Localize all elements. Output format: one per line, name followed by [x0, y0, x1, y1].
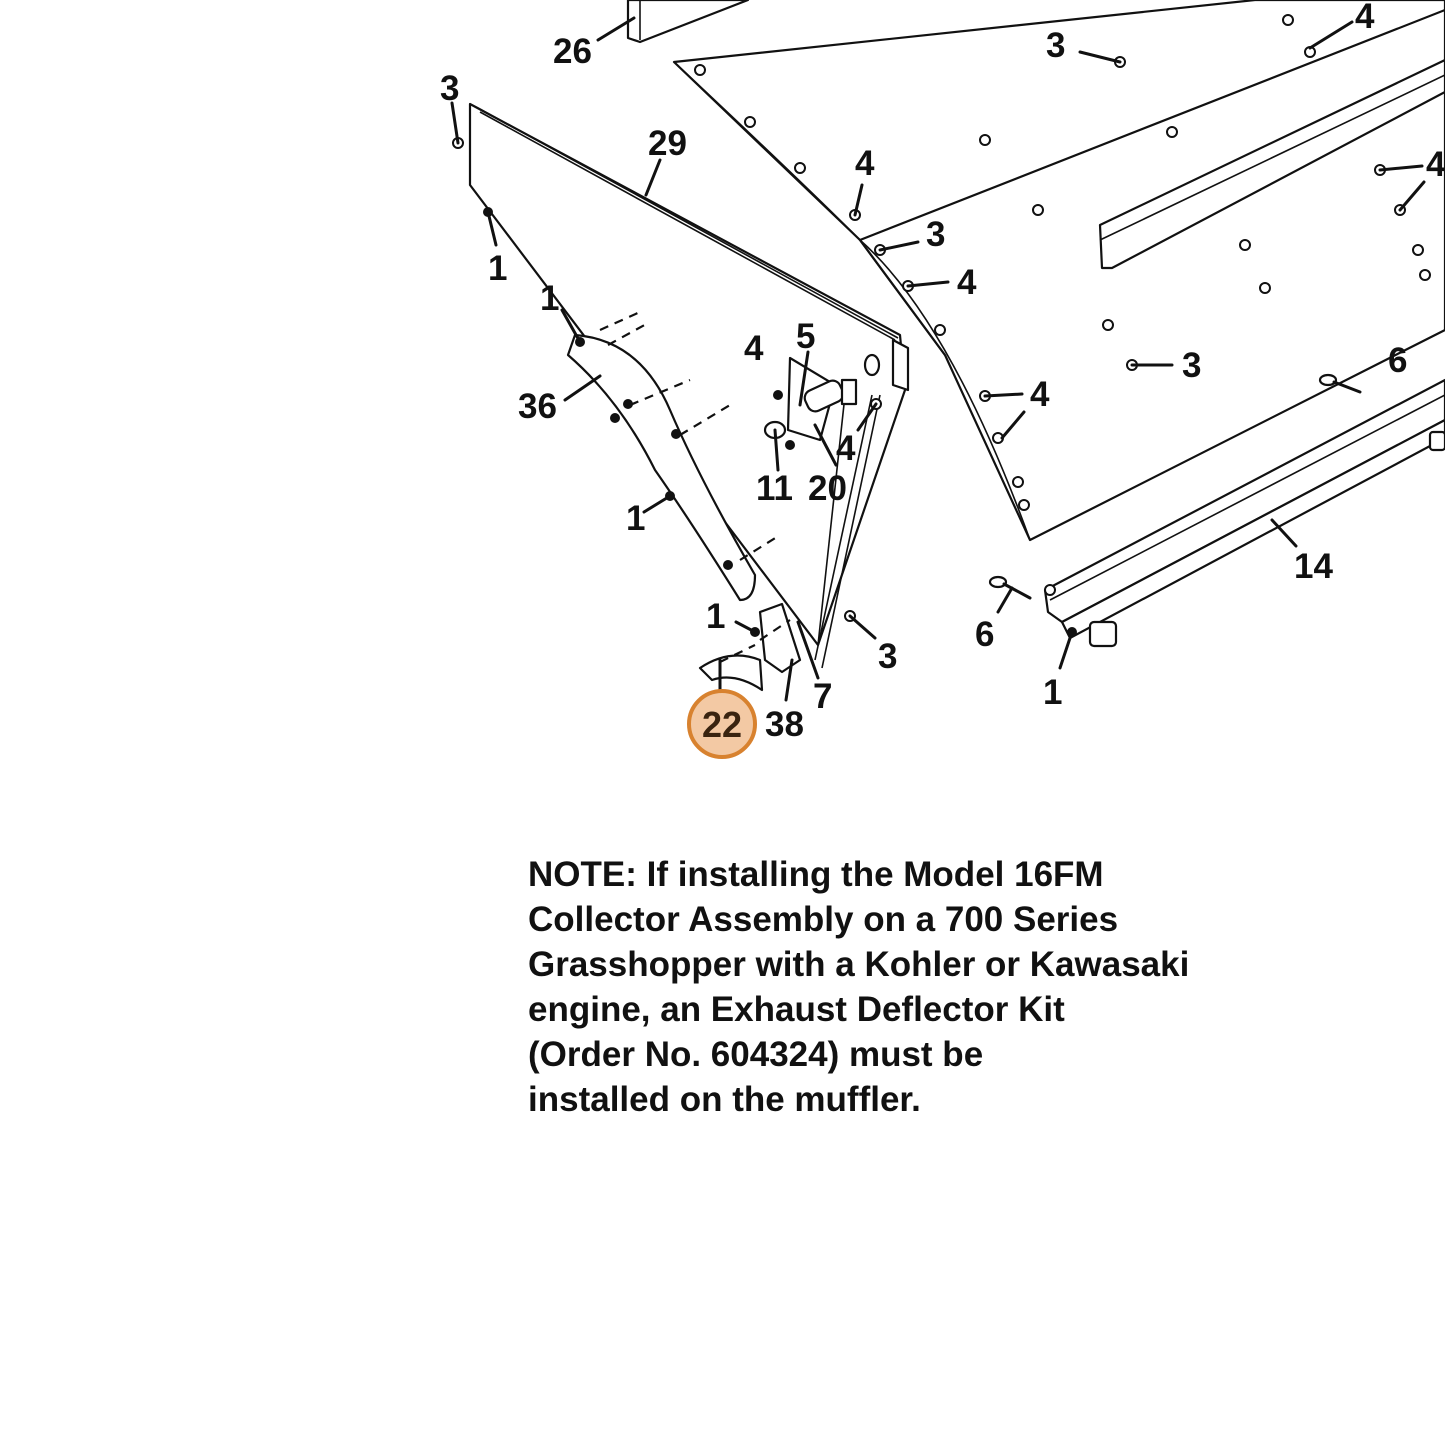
callout-7: 7	[813, 677, 832, 716]
callout-4: 4	[855, 144, 875, 183]
callout-1: 1	[1043, 673, 1062, 712]
callout-36: 36	[518, 387, 557, 426]
callout-29: 29	[648, 124, 687, 163]
part-7-38-latch	[698, 602, 802, 692]
callout-4: 4	[1355, 0, 1375, 36]
callout-3: 3	[1182, 346, 1201, 385]
callout-1: 1	[626, 499, 645, 538]
callout-labels: 26 3 29 1 1 36 1 5 11 20 4 1 3 7 38 4 3 …	[440, 0, 1445, 744]
leader-lines	[450, 16, 1426, 702]
callout-4: 4	[957, 263, 977, 302]
callout-22[interactable]: 22	[702, 704, 742, 745]
callout-4: 4	[1030, 375, 1050, 414]
note-text: NOTE: If installing the Model 16FM Colle…	[528, 855, 1190, 1119]
part-29-side-panel	[468, 102, 910, 669]
callout-1: 1	[540, 279, 559, 318]
callout-4: 4	[1426, 145, 1445, 184]
callout-3: 3	[926, 215, 945, 254]
part-6-pin	[988, 373, 1362, 600]
part-36-curved-plate	[566, 333, 757, 602]
callout-20: 20	[808, 469, 847, 508]
callout-4: 4	[836, 429, 856, 468]
callout-3: 3	[878, 637, 897, 676]
callout-1: 1	[706, 597, 725, 636]
callout-38: 38	[765, 705, 804, 744]
highlighted-callout-22[interactable]: 22	[687, 689, 757, 759]
callout-3: 3	[440, 69, 459, 108]
callout-3: 3	[1046, 26, 1065, 65]
collector-side-panel	[858, 8, 1445, 542]
callout-26: 26	[553, 32, 592, 71]
assembly-lines	[599, 310, 791, 663]
part-5-20-hinge	[763, 356, 858, 442]
highlight-circle[interactable]	[687, 689, 757, 759]
callout-4: 4	[744, 329, 764, 368]
callout-6: 6	[1388, 341, 1407, 380]
part-26-bracket	[626, 0, 750, 44]
callout-5: 5	[796, 317, 815, 356]
callout-1: 1	[488, 249, 507, 288]
callout-11: 11	[756, 469, 793, 508]
callout-14: 14	[1294, 547, 1333, 586]
bolts	[452, 14, 1431, 637]
callout-6: 6	[975, 615, 994, 654]
